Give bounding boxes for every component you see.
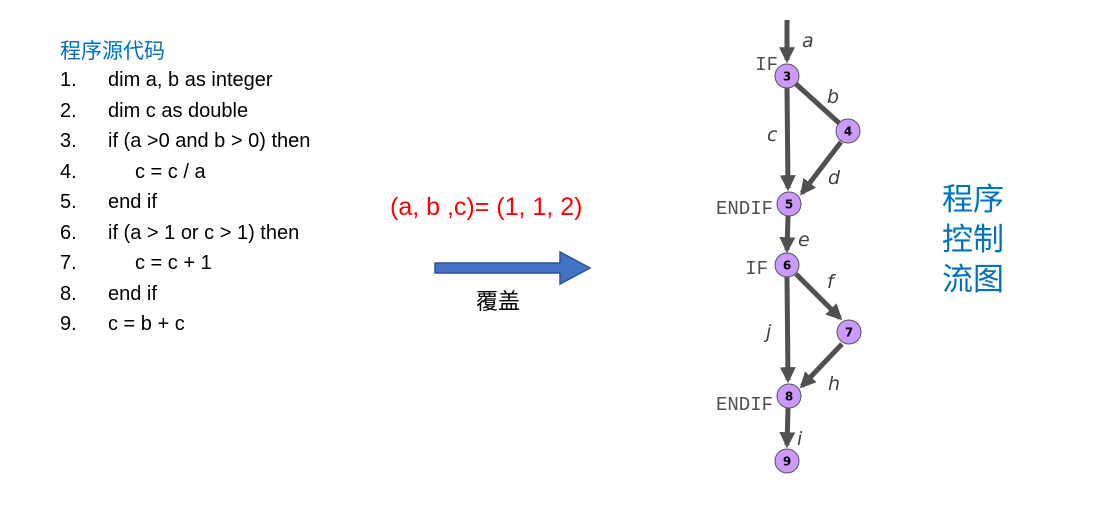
edge-i	[779, 407, 796, 449]
line-number: 7.	[60, 252, 77, 274]
line-text: if (a >0 and b > 0) then	[108, 130, 311, 152]
line-number: 2.	[60, 99, 77, 122]
node-label: 7	[845, 326, 853, 340]
cfg-title-line: 程序	[942, 182, 1004, 217]
line-number: 3.	[60, 130, 77, 152]
edge-label: i	[797, 428, 803, 450]
edge-label: h	[828, 373, 840, 395]
node-label: 4	[844, 125, 852, 139]
edge-j	[779, 276, 796, 384]
edge-d	[800, 140, 843, 196]
cover-arrow	[434, 250, 592, 286]
edge-e	[779, 215, 796, 254]
node-label: 6	[783, 259, 791, 273]
line-text: if (a > 1 or c > 1) then	[108, 221, 300, 244]
line-text: end if	[108, 282, 157, 305]
line-number: 6.	[60, 221, 77, 244]
line-text: dim a, b as integer	[108, 69, 273, 91]
cfg-title-line: 控制	[942, 222, 1004, 257]
node-4	[835, 118, 861, 144]
line-number: 1.	[60, 69, 77, 91]
input-values: (a, b ,c)= (1, 1, 2)	[390, 193, 583, 221]
node-5	[776, 191, 802, 217]
node-label: 9	[783, 455, 791, 469]
node-label: 8	[785, 390, 793, 404]
edge-label: j	[763, 321, 772, 343]
cfg-title: 程序 控制 流图	[942, 180, 1012, 300]
line-number: 5.	[60, 191, 77, 213]
edge-label: e	[798, 229, 810, 251]
edge-label: d	[828, 167, 841, 189]
edge-label: a	[802, 30, 814, 52]
edge-label: b	[827, 86, 839, 108]
line-text: c = c + 1	[135, 252, 212, 274]
cfg-title-line: 流图	[942, 262, 1004, 297]
node-7	[836, 319, 862, 345]
edge-label: f	[827, 271, 837, 293]
code-title: 程序源代码	[60, 40, 165, 63]
line-number: 9.	[60, 313, 77, 335]
if-label: IF	[755, 54, 778, 76]
line-text: end if	[108, 191, 157, 213]
node-9	[774, 448, 800, 474]
node-6	[774, 252, 800, 278]
line-text: c = c / a	[135, 160, 206, 183]
node-label: 5	[785, 198, 793, 212]
edge-f	[794, 272, 843, 321]
edge-c	[779, 87, 796, 192]
endif-label: ENDIF	[716, 394, 773, 416]
if-label: IF	[745, 258, 768, 280]
node-label: 3	[783, 70, 791, 84]
node-8	[776, 383, 802, 409]
line-text: dim c as double	[108, 99, 249, 122]
line-number: 8.	[60, 282, 77, 305]
cover-label: 覆盖	[476, 289, 521, 314]
line-text: c = b + c	[108, 313, 185, 335]
edge-b	[794, 82, 841, 125]
endif-label: ENDIF	[716, 198, 773, 220]
edge-label: c	[767, 124, 778, 146]
line-number: 4.	[60, 160, 77, 183]
node-3	[774, 63, 800, 89]
edge-h	[799, 342, 844, 389]
